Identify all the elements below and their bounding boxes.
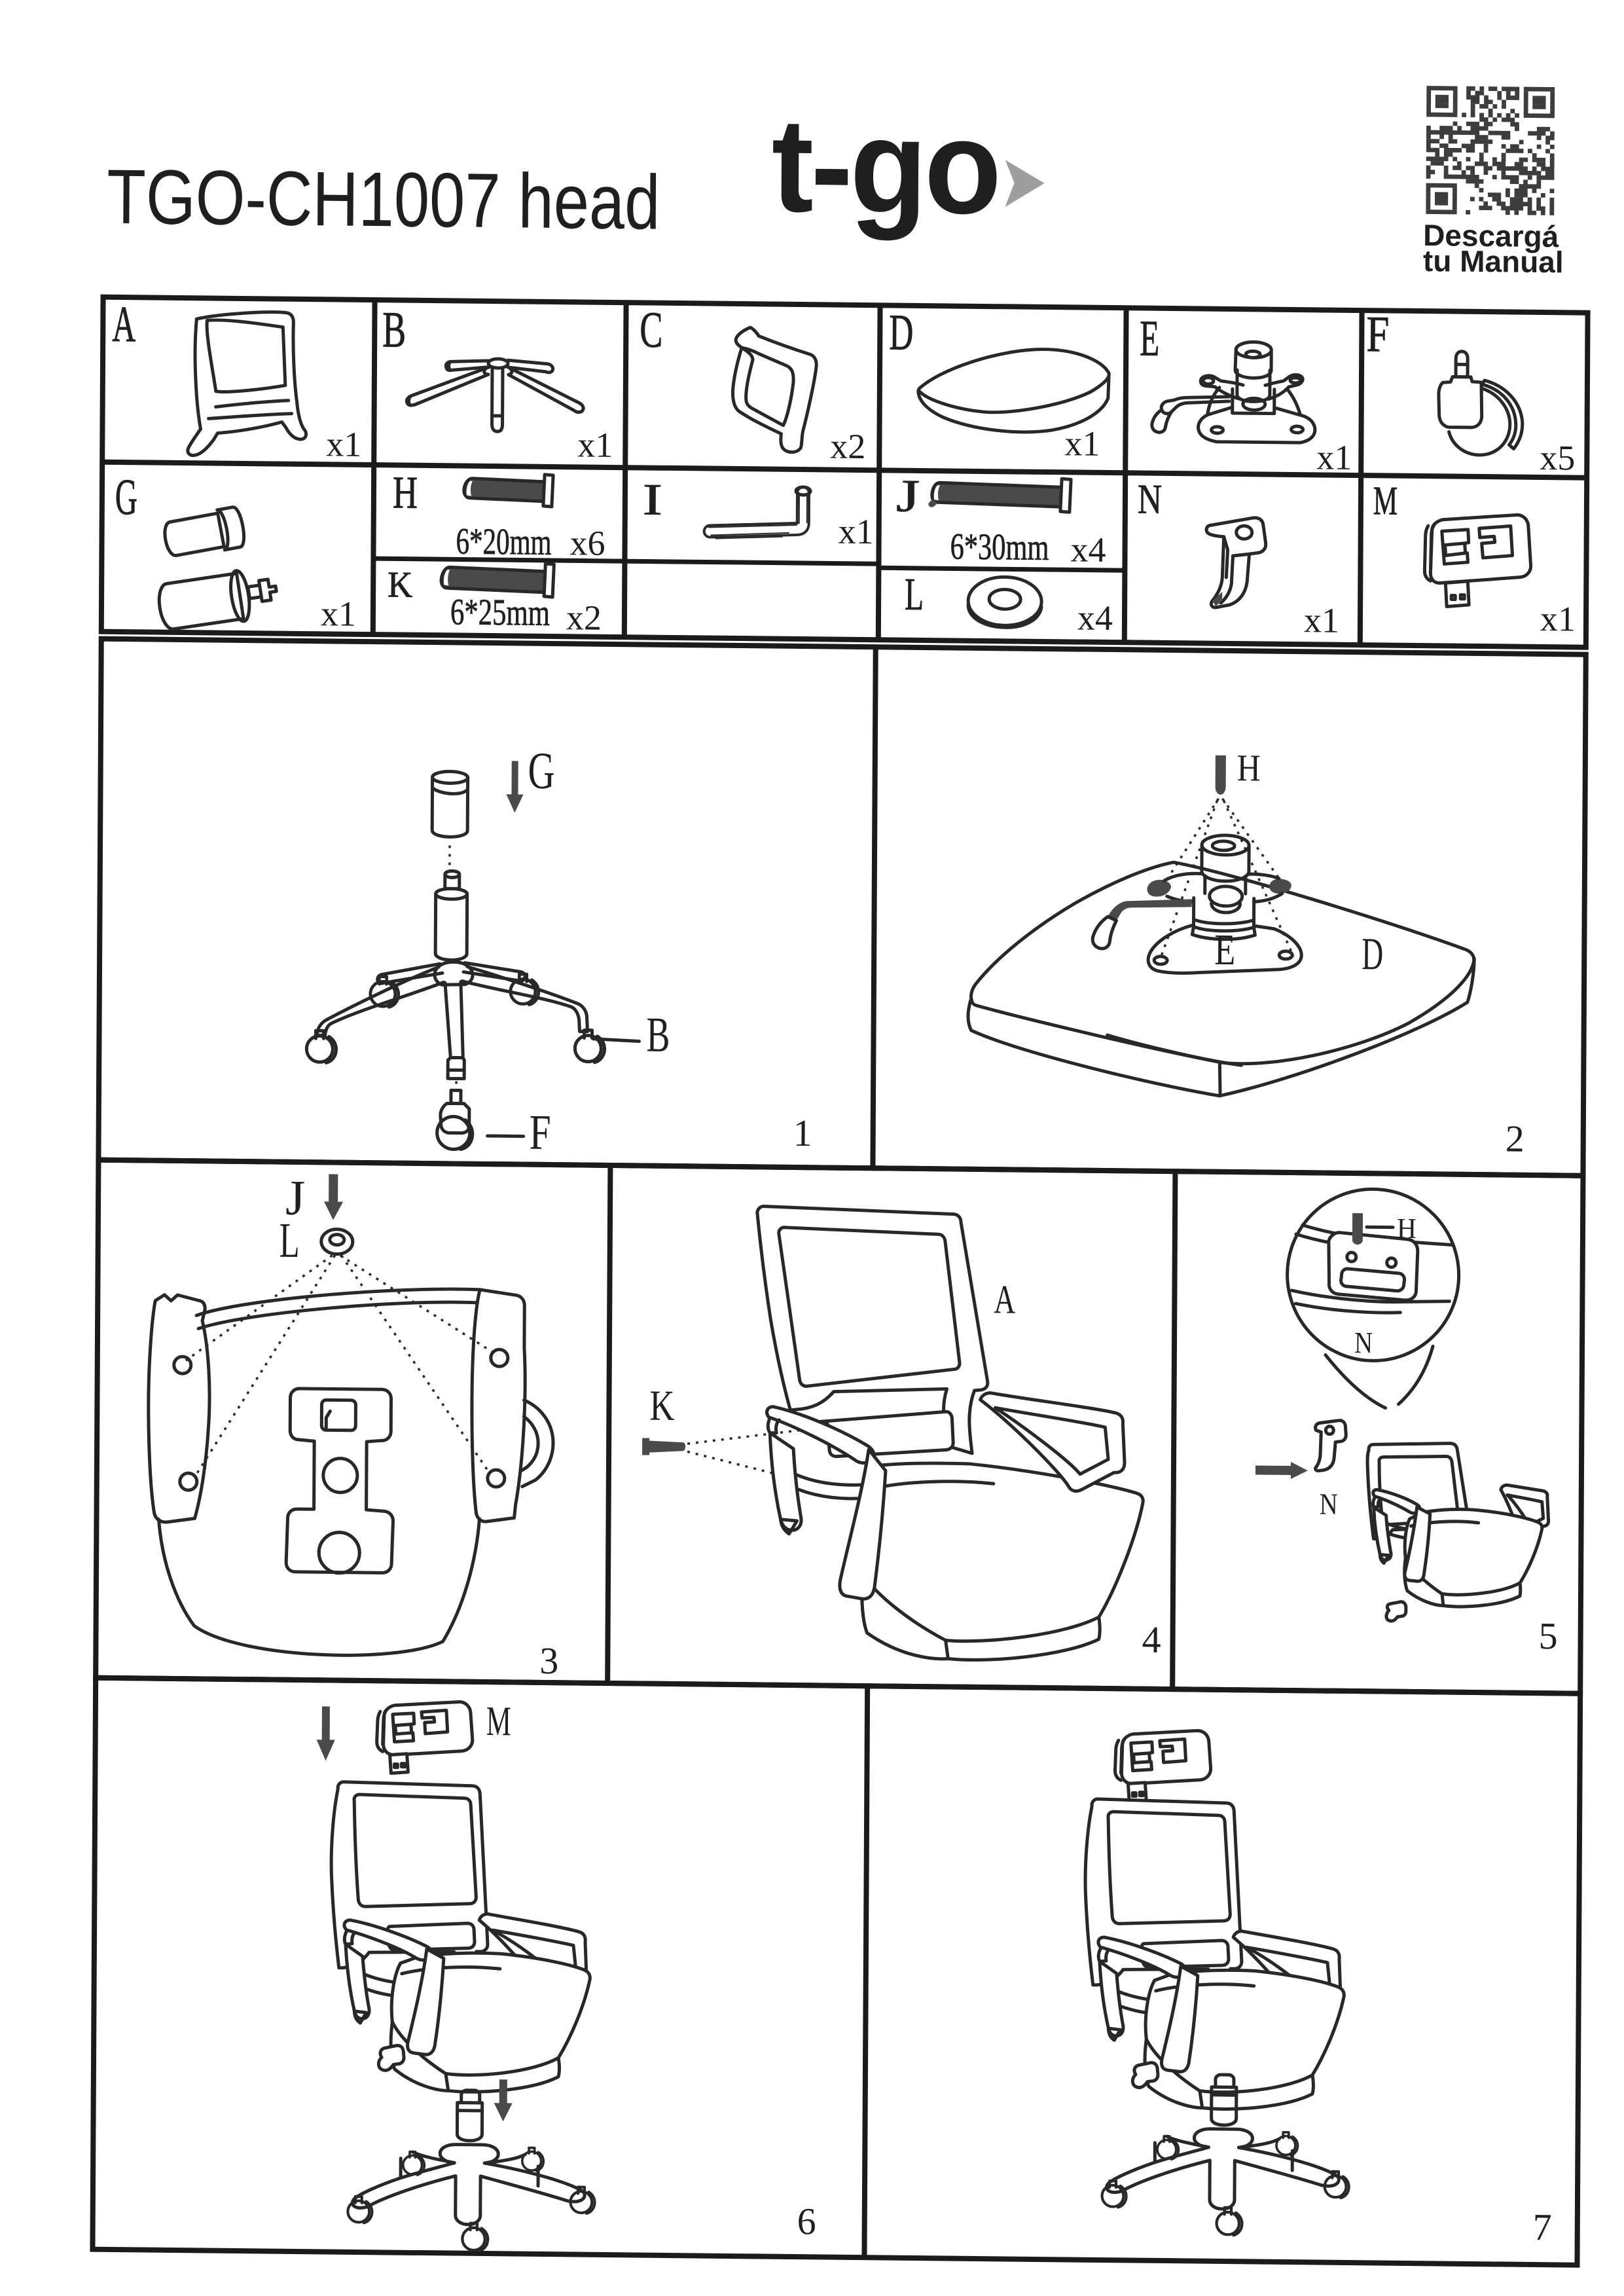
svg-text:x1: x1 [1064,424,1100,464]
svg-text:TGO-CH1007 head: TGO-CH1007 head [107,154,660,246]
svg-text:tu Manual: tu Manual [1423,244,1564,279]
svg-text:6*25mm: 6*25mm [450,591,550,634]
svg-text:1: 1 [793,1112,812,1154]
svg-text:t-go: t-go [771,90,999,242]
svg-text:x1: x1 [1540,599,1576,639]
svg-text:x1: x1 [1304,600,1339,640]
svg-text:x1: x1 [577,425,613,465]
svg-text:x6: x6 [569,523,605,563]
svg-text:A: A [112,295,135,352]
svg-text:x2: x2 [566,598,602,638]
svg-text:N: N [1354,1326,1373,1359]
svg-text:H: H [1237,746,1261,789]
svg-text:A: A [994,1277,1016,1322]
svg-text:x1: x1 [326,424,361,464]
svg-text:B: B [382,301,406,357]
svg-text:L: L [905,570,924,620]
svg-text:N: N [1138,475,1162,522]
svg-text:J: J [285,1171,305,1226]
svg-text:F: F [1366,305,1389,362]
svg-text:M: M [1373,479,1398,523]
svg-text:J: J [896,471,920,522]
svg-text:H: H [1397,1212,1416,1245]
svg-text:L: L [280,1213,300,1268]
svg-text:x4: x4 [1077,598,1113,638]
svg-text:I: I [643,474,662,524]
svg-text:x4: x4 [1070,530,1106,570]
svg-text:3: 3 [539,1639,558,1682]
svg-text:K: K [388,564,412,605]
svg-text:Descargá: Descargá [1423,218,1559,253]
svg-text:x1: x1 [321,594,356,634]
svg-text:C: C [640,301,662,357]
svg-text:F: F [529,1105,550,1160]
svg-text:E: E [1140,309,1159,366]
svg-text:4: 4 [1142,1618,1161,1661]
svg-text:M: M [486,1698,511,1744]
svg-text:7: 7 [1533,2206,1552,2248]
svg-text:x2: x2 [830,426,865,466]
svg-text:5: 5 [1538,1614,1557,1657]
svg-text:D: D [1362,929,1383,979]
svg-text:6: 6 [797,2200,816,2242]
svg-text:N: N [1320,1487,1338,1520]
svg-text:2: 2 [1506,1117,1525,1159]
svg-text:K: K [649,1382,674,1430]
svg-text:G: G [115,468,137,525]
svg-text:D: D [889,303,913,360]
svg-text:E: E [1214,926,1235,974]
svg-text:H: H [393,467,418,518]
svg-text:B: B [646,1008,670,1063]
svg-text:6*30mm: 6*30mm [950,526,1049,568]
svg-text:6*20mm: 6*20mm [456,520,551,563]
svg-text:x5: x5 [1540,438,1575,478]
svg-text:G: G [528,742,554,800]
svg-text:x1: x1 [1316,437,1352,477]
svg-text:x1: x1 [839,512,874,552]
